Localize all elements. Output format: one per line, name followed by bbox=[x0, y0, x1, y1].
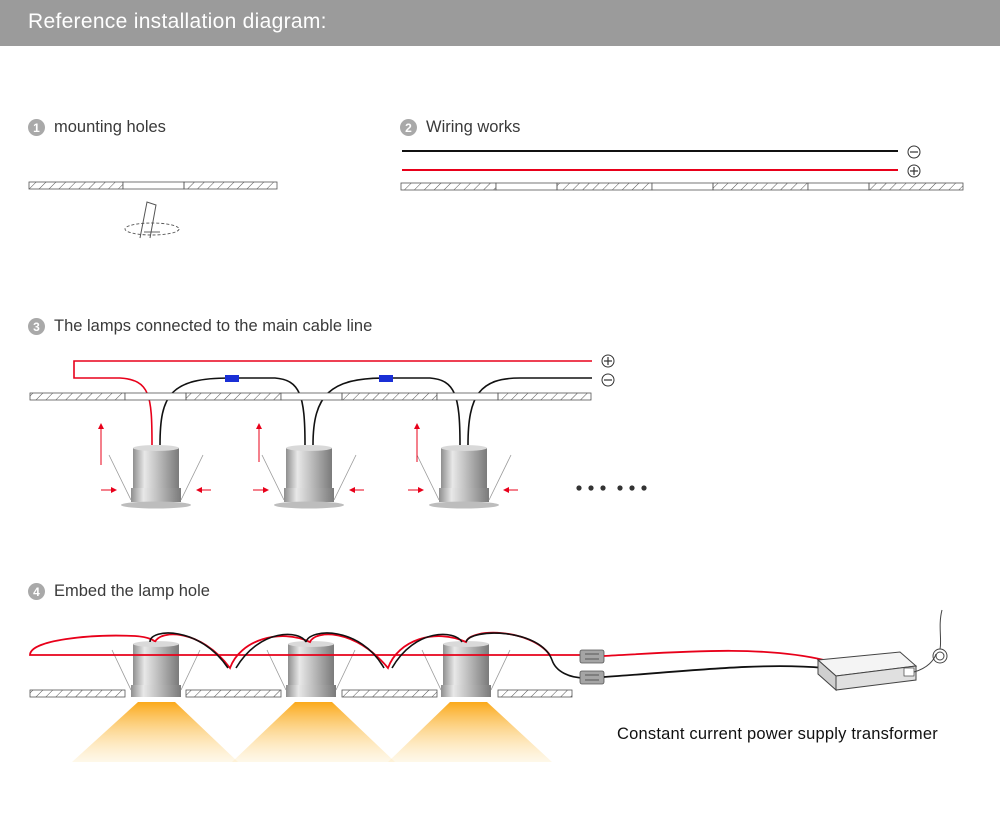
step-4-heading: 4 Embed the lamp hole bbox=[28, 582, 210, 601]
step-1-number: 1 bbox=[28, 119, 45, 136]
light-beams bbox=[72, 702, 552, 762]
continuation-dots bbox=[576, 485, 647, 491]
embedded-lamp-2 bbox=[266, 641, 356, 697]
negative-terminal-icon bbox=[601, 373, 615, 387]
step-4-label: Embed the lamp hole bbox=[54, 582, 210, 600]
lamp-1 bbox=[98, 423, 211, 509]
lamp-2 bbox=[253, 423, 364, 509]
step-1-ceiling bbox=[28, 181, 278, 190]
step-3-heading: 3 The lamps connected to the main cable … bbox=[28, 317, 372, 336]
step-1-heading: 1 mounting holes bbox=[28, 118, 166, 137]
step-3-number: 3 bbox=[28, 318, 45, 335]
transformer-caption: Constant current power supply transforme… bbox=[617, 725, 938, 743]
step-2-number: 2 bbox=[400, 119, 417, 136]
step-3-label: The lamps connected to the main cable li… bbox=[54, 317, 373, 335]
step-4-ceiling bbox=[29, 689, 573, 698]
step-4-number: 4 bbox=[28, 583, 45, 600]
wire-connector-1 bbox=[225, 375, 239, 382]
wire-connector-2 bbox=[379, 375, 393, 382]
step-4-wiring bbox=[29, 631, 825, 685]
terminal-block-top bbox=[579, 649, 605, 664]
step-2-ceiling bbox=[400, 182, 964, 191]
drill-hole-icon bbox=[124, 201, 180, 239]
step-3-ceiling bbox=[29, 392, 592, 401]
step-3-main-cable bbox=[73, 354, 615, 446]
step-2-heading: 2 Wiring works bbox=[400, 118, 520, 137]
header-bar: Reference installation diagram: bbox=[0, 0, 1000, 46]
step-2-label: Wiring works bbox=[426, 118, 521, 136]
terminal-block-bottom bbox=[579, 670, 605, 685]
embedded-lamp-3 bbox=[421, 641, 511, 697]
power-supply-transformer bbox=[816, 609, 948, 692]
embedded-lamp-1 bbox=[111, 641, 201, 697]
step-1-label: mounting holes bbox=[54, 118, 166, 136]
negative-terminal-icon bbox=[907, 145, 921, 159]
page-title: Reference installation diagram: bbox=[28, 10, 327, 33]
positive-terminal-icon bbox=[601, 354, 615, 368]
step-2-wires bbox=[402, 145, 921, 178]
positive-terminal-icon bbox=[907, 164, 921, 178]
lamp-3 bbox=[408, 423, 518, 509]
